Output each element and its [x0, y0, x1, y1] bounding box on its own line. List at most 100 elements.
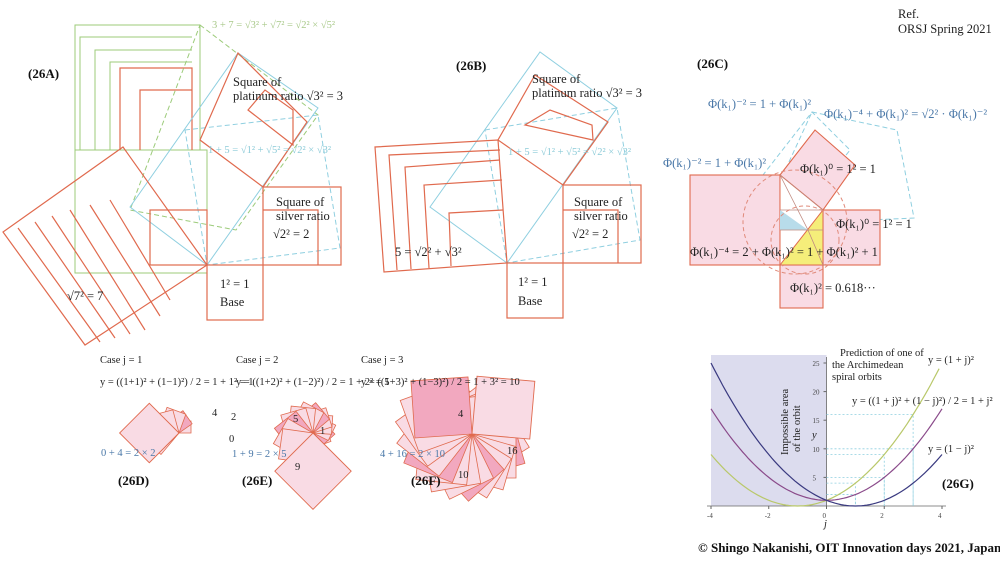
panel-26e: Case j = 2 y = ((1+2)² + (1−2)²) / 2 = 1… — [232, 355, 390, 488]
x-tick-label: -4 — [707, 512, 713, 520]
base-label: Base — [220, 295, 245, 309]
blue-triangle — [780, 210, 808, 230]
cyan-equation: 1 + 5 = √1² + √5² = √2² × √3² — [208, 144, 331, 156]
panel-26c: (26C) Φ(k₁)⁻² = 1 + Φ(k₁)² Φ(k₁)⁻⁴ + Φ(k… — [663, 56, 987, 309]
large-square — [118, 402, 180, 464]
phi-equation-square1: Φ(k₁)⁰ = 1² = 1 — [800, 162, 876, 176]
five-value: 5 = √2² + √3² — [395, 245, 462, 259]
annotation-line1: Prediction of one of — [840, 348, 924, 359]
x-axis-label: j — [822, 519, 827, 530]
y-tick-label: 5 — [813, 474, 817, 482]
platinum-value: platinum ratio √3² = 3 — [233, 89, 343, 103]
base-value: 1² = 1 — [518, 275, 548, 289]
impossible-area-label1: Impossible area — [780, 388, 791, 455]
phi-equation-left: Φ(k₁)⁻² = 1 + Φ(k₁)² — [663, 156, 766, 170]
silver-label-2: silver ratio — [574, 209, 628, 223]
guide-line — [826, 414, 914, 506]
series-line-minus — [710, 362, 943, 507]
large-circle — [742, 169, 848, 275]
spiral-squares — [394, 375, 536, 502]
square-number: 16 — [507, 446, 518, 457]
green-nested-lines — [79, 36, 192, 150]
cyan-equation: 1 + 5 = √1² + √5² = √2² × √3² — [508, 146, 631, 158]
square-number: 10 — [458, 470, 469, 481]
seven-square — [2, 146, 208, 346]
large-square — [471, 375, 536, 440]
panel-26e-label: (26E) — [242, 473, 272, 488]
large-square — [274, 432, 352, 511]
silver-value: √2² = 2 — [273, 227, 309, 241]
silver-label-2: silver ratio — [276, 209, 330, 223]
panel-26a: (26A) 3 + 7 = √3² + √7² = √2² × √5² 1 + … — [2, 19, 343, 346]
silver-square — [262, 186, 342, 266]
panel-26a-label: (26A) — [28, 66, 59, 81]
panel-26b: (26B) 1 + 5 = √1² + √5² = √2² × √3² Squa… — [374, 51, 642, 319]
panel-26c-label: (26C) — [697, 56, 728, 71]
y-tick-label: 25 — [813, 360, 821, 368]
platinum-square — [199, 51, 308, 188]
silver-label: Square of — [574, 195, 623, 209]
case-formula: y = ((1+1)² + (1−1)²) / 2 = 1 + 1² = 1 — [100, 377, 254, 388]
cyan-square — [429, 51, 618, 264]
square-number: 9 — [295, 462, 300, 473]
legend-plus: y = (1 + j)² — [928, 355, 974, 366]
sum-equation: 0 + 4 = 2 × 2 — [101, 448, 156, 459]
copyright: © Shingo Nakanishi, OIT Innovation days … — [698, 540, 1000, 555]
platinum-square — [497, 74, 609, 186]
case-label: Case j = 2 — [236, 355, 278, 366]
y-tick-label: 20 — [813, 389, 821, 397]
sum-equation: 4 + 16 = 2 × 10 — [380, 449, 445, 460]
green-square-top — [74, 24, 201, 151]
phi-equation-top1: Φ(k₁)⁻² = 1 + Φ(k₁)² — [708, 97, 811, 111]
square-number: 4 — [458, 409, 464, 420]
silver-inner — [263, 209, 319, 265]
annotation-line3: spiral orbits — [832, 372, 882, 383]
panel-26d: Case j = 1 y = ((1+1)² + (1−1)²) / 2 = 1… — [100, 355, 254, 488]
square-number: 5 — [293, 414, 298, 425]
impossible-area-shade — [711, 355, 827, 506]
spiral-squares — [118, 402, 193, 464]
cyan-dashed-square — [484, 107, 641, 264]
base-square — [206, 264, 264, 321]
panel-26f: Case j = 3 y = ((1+3)² + (1−3)²) / 2 = 1… — [361, 355, 520, 488]
legend-minus: y = (1 − j)² — [928, 444, 974, 455]
phi-equation-square2: Φ(k₁)⁰ = 1² = 1 — [836, 217, 912, 231]
case-label: Case j = 3 — [361, 355, 403, 366]
yellow-triangle — [778, 208, 824, 266]
panel-26f-label: (26F) — [411, 473, 441, 488]
panel-26d-label: (26D) — [118, 473, 149, 488]
small-square — [149, 209, 208, 266]
base-label: Base — [518, 294, 543, 308]
spiral-squares — [272, 401, 352, 511]
phi-equation-main: Φ(k₁)⁻⁴ = 2 + Φ(k₁)² = 1 + Φ(k₁)² + 1 — [690, 245, 878, 259]
y-tick-label: 10 — [813, 446, 821, 454]
spiral-square — [410, 376, 473, 439]
x-tick-label: -2 — [765, 512, 771, 520]
silver-inner — [563, 209, 619, 263]
impossible-area-label2: of the orbit — [792, 405, 803, 452]
silver-square — [562, 184, 642, 264]
base-square — [506, 262, 564, 319]
square-number: 0 — [229, 434, 234, 445]
legend-mean: y = ((1 + j)² + (1 − j)²) / 2 = 1 + j² — [852, 396, 993, 407]
x-tick-label: 0 — [823, 512, 827, 520]
panel-26g-label: (26G) — [942, 476, 974, 491]
case-formula: y = ((1+3)² + (1−3)²) / 2 = 1 + 3² = 10 — [361, 377, 520, 388]
green-equation: 3 + 7 = √3² + √7² = √2² × √5² — [212, 19, 335, 31]
annotation-line2: the Archimedean — [832, 360, 904, 371]
platinum-inner — [247, 89, 294, 147]
case-formula: y = ((1+2)² + (1−2)²) / 2 = 1 + 2² = 5 — [236, 377, 390, 388]
sum-equation: 1 + 9 = 2 × 5 — [232, 449, 287, 460]
x-tick-label: 2 — [880, 512, 884, 520]
platinum-inner — [523, 109, 594, 141]
red-nested-upper — [119, 67, 193, 150]
five-nested-lines — [388, 149, 504, 271]
square-number: 1 — [320, 426, 325, 437]
ref-source: ORSJ Spring 2021 — [898, 22, 992, 36]
construction-lines — [779, 174, 824, 266]
platinum-label: Square of — [532, 72, 581, 86]
silver-value: √2² = 2 — [572, 227, 608, 241]
square-number: 4 — [212, 408, 218, 419]
